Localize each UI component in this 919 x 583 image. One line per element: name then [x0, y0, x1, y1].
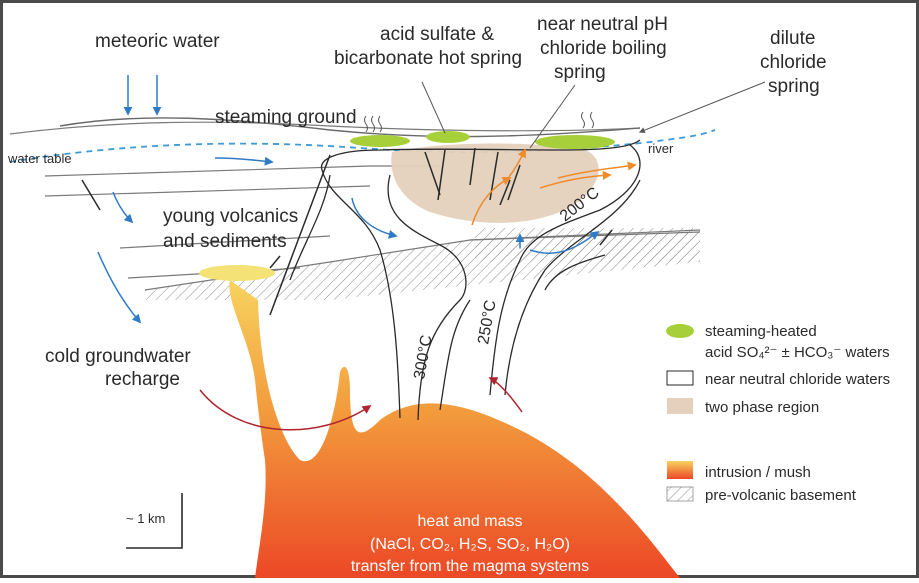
- legend-basement-label: pre-volcanic basement: [705, 487, 857, 504]
- young-volcanics-label-2: and sediments: [163, 231, 287, 252]
- near-neutral-label-2: chloride boiling: [540, 38, 667, 59]
- legend-steaming-label-1: steaming-heated: [705, 323, 817, 340]
- legend-swatch-intrusion: [667, 461, 693, 479]
- meteoric-water-label: meteoric water: [95, 31, 220, 52]
- legend-swatch-two-phase: [667, 398, 693, 414]
- magma-cap: [199, 265, 275, 281]
- dilute-label-3: spring: [768, 76, 820, 97]
- near-neutral-label-1: near neutral pH: [537, 14, 668, 35]
- dilute-label-2: chloride: [760, 52, 827, 73]
- steaming-patch-2: [426, 131, 470, 143]
- legend-chloride-label: near neutral chloride waters: [705, 371, 890, 388]
- near-neutral-label-3: spring: [554, 62, 606, 83]
- heat-transfer-label-1: heat and mass: [418, 513, 523, 530]
- young-volcanics-label-1: young volcanics: [163, 206, 298, 227]
- legend-swatch-steaming: [666, 324, 694, 338]
- legend-swatch-chloride: [667, 371, 693, 385]
- cold-groundwater-label-2: recharge: [105, 369, 180, 390]
- steaming-patch-1: [350, 135, 410, 147]
- river-label: river: [648, 141, 674, 156]
- dilute-label-1: dilute: [770, 28, 815, 49]
- heat-transfer-label-2: (NaCl, CO₂, H₂S, SO₂, H₂O): [370, 536, 570, 553]
- scale-label: ~ 1 km: [126, 511, 165, 526]
- acid-spring-label-2: bicarbonate hot spring: [334, 48, 522, 69]
- legend-intrusion-label: intrusion / mush: [705, 464, 811, 481]
- steaming-ground-label: steaming ground: [215, 107, 357, 128]
- cold-groundwater-label-1: cold groundwater: [45, 346, 191, 367]
- steaming-patch-3: [535, 135, 615, 149]
- acid-spring-label-1: acid sulfate &: [380, 24, 494, 45]
- legend-swatch-basement: [667, 487, 693, 501]
- heat-transfer-label-3: transfer from the magma systems: [351, 558, 589, 575]
- legend-two-phase-label: two phase region: [705, 399, 819, 416]
- water-table-label: water table: [7, 151, 72, 166]
- legend-steaming-label-2: acid SO₄²⁻ ± HCO₃⁻ waters: [705, 344, 890, 361]
